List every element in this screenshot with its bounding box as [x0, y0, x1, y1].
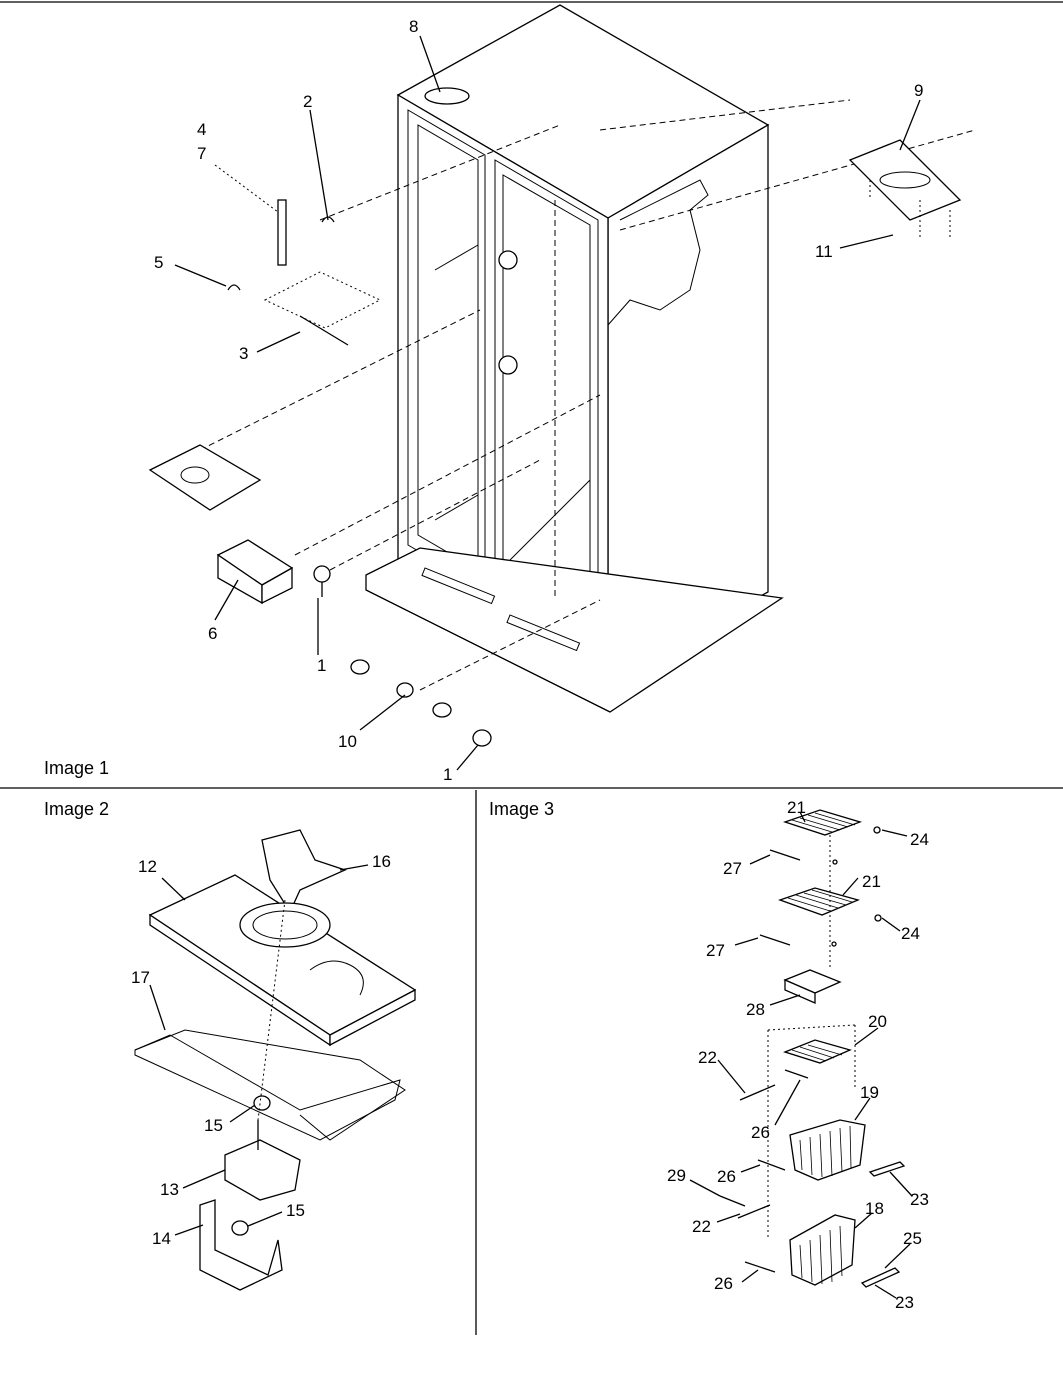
cabinet-illustration [199, 4, 976, 713]
image3-callouts: 18 19 20 21 21 22 22 23 23 24 24 25 26 2… [667, 798, 929, 1312]
callout-26-upper: 26 [751, 1123, 770, 1142]
callout-22-lower: 22 [692, 1217, 711, 1236]
callout-8: 8 [409, 17, 418, 36]
part-fan-assembly [148, 444, 262, 511]
callout-23-lower: 23 [895, 1293, 914, 1312]
image3-leaders [689, 811, 913, 1299]
callout-21-second: 21 [862, 872, 881, 891]
callout-1-lamp: 1 [317, 656, 326, 675]
image2-leaders [149, 864, 369, 1236]
part-tube [277, 199, 287, 266]
part-motor [224, 1139, 301, 1201]
part-basket-18 [789, 1214, 856, 1286]
part-motor-bracket [199, 1199, 283, 1291]
callout-13: 13 [160, 1180, 179, 1199]
callout-10: 10 [338, 732, 357, 751]
callout-9: 9 [914, 81, 923, 100]
image2-callouts: 12 13 14 15 15 16 17 [131, 852, 391, 1248]
callout-3: 3 [239, 344, 248, 363]
callout-11: 11 [815, 242, 833, 261]
image1-parts [148, 139, 962, 747]
panel-caption-image-2: Image 2 [44, 799, 109, 819]
part-bracket [848, 139, 962, 221]
shelves-illustration [719, 809, 906, 1288]
callout-2: 2 [303, 92, 312, 111]
callout-27-second: 27 [706, 941, 725, 960]
panel-caption-image-3: Image 3 [489, 799, 554, 819]
part-lamp [313, 565, 331, 583]
image1-callouts: 1 1 2 3 4 5 6 7 8 9 10 11 [154, 17, 923, 784]
part-shelf-20 [783, 1039, 852, 1064]
callout-23-upper: 23 [910, 1190, 929, 1209]
callout-24-second: 24 [901, 924, 920, 943]
callout-14: 14 [152, 1229, 171, 1248]
callout-15-upper: 15 [204, 1116, 223, 1135]
callout-5: 5 [154, 253, 163, 272]
callout-4: 4 [197, 120, 206, 139]
callout-25: 25 [903, 1229, 922, 1248]
callout-1-bulb: 1 [443, 765, 452, 784]
callout-6: 6 [208, 624, 217, 643]
callout-26-middle: 26 [717, 1167, 736, 1186]
part-shelf-21-top [782, 809, 863, 836]
callout-18: 18 [865, 1199, 884, 1218]
part-basket-19 [789, 1119, 866, 1181]
part-clip-5 [227, 284, 241, 291]
part-fan-blade [261, 829, 347, 914]
callout-21-top: 21 [787, 798, 806, 817]
callout-28: 28 [746, 1000, 765, 1019]
callout-27-top: 27 [723, 859, 742, 878]
callout-20: 20 [868, 1012, 887, 1031]
callout-17: 17 [131, 968, 150, 987]
callout-16: 16 [372, 852, 391, 871]
image1-leaders [174, 35, 921, 771]
callout-29: 29 [667, 1166, 686, 1185]
callout-22-upper: 22 [698, 1048, 717, 1067]
callout-12: 12 [138, 857, 157, 876]
part-shelf-21-second [778, 887, 860, 916]
fan-assembly-illustration [134, 829, 417, 1291]
callout-26-lower: 26 [714, 1274, 733, 1293]
panel-caption-image-1: Image 1 [44, 758, 109, 778]
panel-borders [0, 1, 1063, 1335]
callout-19: 19 [860, 1083, 879, 1102]
callout-15-lower: 15 [286, 1201, 305, 1220]
callout-24-top: 24 [910, 830, 929, 849]
callout-7: 7 [197, 144, 206, 163]
